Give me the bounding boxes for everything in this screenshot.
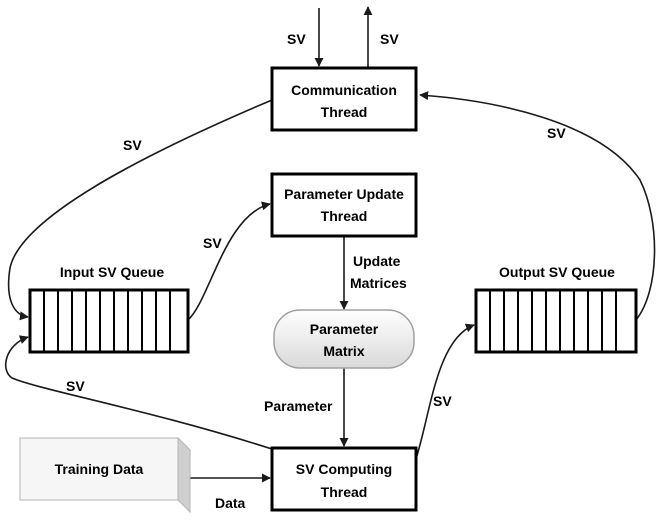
label-sv-in-top: SV xyxy=(287,31,306,47)
parameter-update-thread-line1: Parameter Update xyxy=(284,186,404,202)
output-sv-queue-slots xyxy=(489,290,617,352)
input-sv-queue: Input SV Queue xyxy=(28,264,190,354)
sv-computing-thread-node: SV Computing Thread xyxy=(270,446,418,512)
edge-comm-to-input-queue xyxy=(7,99,273,321)
input-sv-queue-slots xyxy=(43,290,171,352)
parameter-matrix-line1: Parameter xyxy=(310,321,379,337)
label-data: Data xyxy=(215,495,246,511)
edge-labels: SV SV SV SV SV Update Matrices Parameter… xyxy=(66,31,566,511)
parameter-update-thread-node: Parameter Update Thread xyxy=(270,172,418,238)
output-sv-queue-label: Output SV Queue xyxy=(499,264,615,280)
communication-thread-line2: Thread xyxy=(321,104,368,120)
parameter-matrix-line2: Matrix xyxy=(323,343,364,359)
communication-thread-line1: Communication xyxy=(291,82,397,98)
label-update-matrices-2: Matrices xyxy=(350,275,407,291)
sv-computing-thread-line1: SV Computing xyxy=(296,461,392,477)
edge-input-queue-to-update xyxy=(187,201,271,321)
label-parameter: Parameter xyxy=(264,398,333,414)
parameter-matrix-node: Parameter Matrix xyxy=(273,309,415,369)
input-sv-queue-label: Input SV Queue xyxy=(60,264,164,280)
label-sv-output-to-comm: SV xyxy=(547,125,566,141)
edge-compute-to-input-queue xyxy=(4,335,273,450)
edge-compute-to-output-queue xyxy=(413,323,475,466)
edges xyxy=(4,6,656,483)
label-sv-input-to-update: SV xyxy=(203,235,222,251)
label-sv-compute-to-input: SV xyxy=(66,378,85,394)
label-update-matrices-1: Update xyxy=(353,253,401,269)
sv-computing-thread-line2: Thread xyxy=(321,484,368,500)
output-sv-queue: Output SV Queue xyxy=(474,264,638,354)
edge-output-queue-to-comm xyxy=(419,91,656,321)
training-data-label: Training Data xyxy=(55,461,144,477)
label-sv-comm-to-input: SV xyxy=(123,137,142,153)
training-data-node: Training Data xyxy=(18,436,192,514)
parameter-update-thread-line2: Thread xyxy=(321,208,368,224)
label-sv-out-top: SV xyxy=(380,31,399,47)
communication-thread-node: Communication Thread xyxy=(270,66,418,132)
label-sv-compute-to-output: SV xyxy=(433,393,452,409)
